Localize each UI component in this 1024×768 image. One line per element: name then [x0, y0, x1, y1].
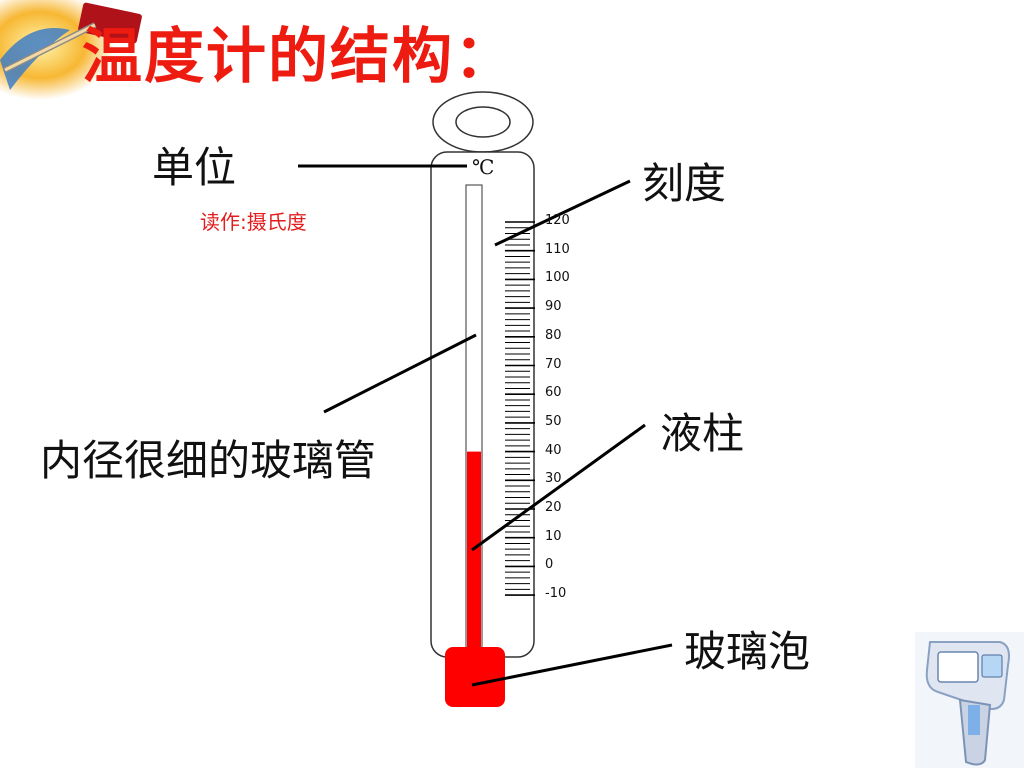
liquid-label: 液柱: [660, 409, 745, 458]
scale-label: 刻度: [642, 159, 727, 208]
unit-reading-note: 读作:摄氏度: [200, 210, 307, 234]
scale-number: -10: [545, 586, 567, 602]
scale-number: 110: [545, 241, 570, 257]
scale-number: 10: [545, 528, 562, 544]
scale-number: 20: [545, 500, 562, 515]
unit-symbol: ℃: [472, 155, 495, 179]
scale-number: 120: [545, 213, 570, 228]
infrared-thermometer-icon: [915, 632, 1024, 768]
scale-ticks: [505, 221, 535, 596]
hanging-ring: [432, 91, 534, 153]
scale-number: 40: [545, 442, 562, 458]
page-title: 温度计的结构：: [82, 22, 516, 92]
scale-number: 50: [545, 413, 562, 429]
scale-number: 60: [545, 385, 562, 401]
tube-label: 内径很细的玻璃管: [40, 436, 377, 485]
unit-label: 单位: [152, 143, 237, 192]
scale-number: 70: [545, 356, 562, 372]
pencil-sparkle-graphic: [0, 0, 142, 100]
scale-number: 80: [545, 327, 562, 343]
liquid-column: [467, 451, 481, 655]
bulb-leader-line: [471, 643, 673, 687]
scale-leader-line: [494, 179, 631, 247]
scale-number: 90: [545, 299, 562, 315]
liquid-leader-line: [471, 423, 646, 552]
bulb-label: 玻璃泡: [684, 627, 811, 676]
scale-number: 30: [545, 471, 562, 487]
tube-leader-line: [323, 333, 477, 414]
scale-number: 100: [545, 270, 570, 286]
scale-number: 0: [545, 557, 554, 573]
glass-bulb: [445, 647, 505, 707]
